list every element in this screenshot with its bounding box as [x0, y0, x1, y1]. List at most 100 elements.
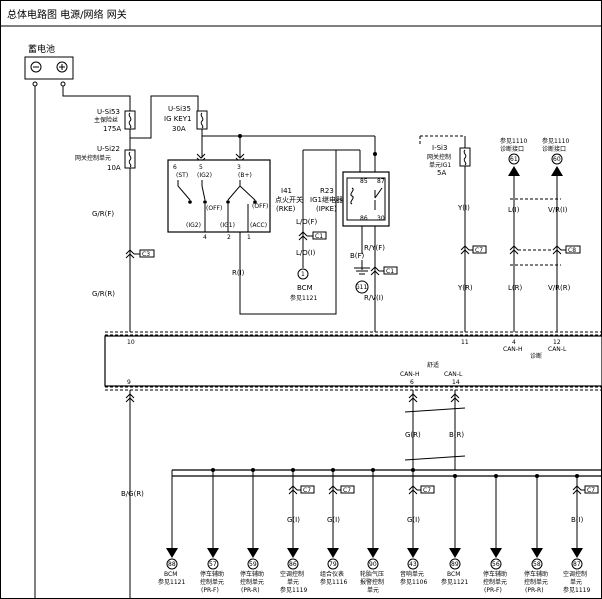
wire-g-i: G(I): [287, 516, 300, 524]
ign-pos-top: (B+): [238, 172, 252, 179]
fuse-desc: 单元IG1: [429, 161, 451, 169]
module-pin: 14: [452, 379, 460, 386]
module-num: 90: [369, 561, 377, 568]
ref-num: 60: [553, 156, 561, 163]
module-l2: 参见1121: [441, 578, 468, 586]
bcm-ref-top: 1 BCM 参见1121: [290, 268, 317, 302]
module-num: 88: [168, 561, 176, 568]
fuse-desc: IG KEY1: [164, 115, 191, 123]
wire-g-i: G(I): [327, 516, 340, 524]
module-l2: 报警控制: [360, 578, 384, 586]
wire-vr-r: V/R(R): [548, 284, 571, 292]
ref-num: 61: [510, 156, 518, 163]
wire-l-r: L(R): [508, 284, 522, 292]
fuse-rating: 30A: [172, 125, 186, 133]
module-pin: 9: [127, 379, 131, 386]
bottom-module: 43 音响单元 参见1106: [400, 548, 427, 586]
fuse-rating: 10A: [107, 164, 121, 172]
module-pin: 10: [127, 339, 135, 346]
connector-label: C3: [142, 251, 150, 258]
wire-b-f: B(F): [350, 252, 365, 260]
connector-c1-b: C1: [370, 266, 398, 276]
module-num: 58: [533, 561, 541, 568]
module-num: 79: [329, 561, 337, 568]
connector-label: C7: [587, 487, 595, 494]
connector-label: C7: [423, 487, 431, 494]
module-l1: 组合仪表: [320, 570, 344, 578]
fuse-id: U-Si35: [168, 105, 191, 113]
bottom-module: 86 空调控制 单元 参见1119: [280, 548, 307, 594]
module-diag: 诊断: [530, 352, 542, 360]
ref-label: 诊断接口: [500, 145, 524, 153]
module-l1: BCM: [447, 571, 460, 578]
ign-pin-top: 5: [199, 164, 203, 171]
module-l3: (PR-F): [201, 587, 219, 594]
ign-off: (OFF): [206, 205, 222, 212]
module-can: CAN-L: [548, 346, 567, 353]
ig1-relay: R23 IG1继电器 (IPKE) 85 87 86 30: [310, 171, 390, 227]
connector-label: C7: [343, 487, 351, 494]
fuse-desc: 主保险丝: [94, 116, 118, 124]
connector-label: C1: [386, 268, 394, 275]
module-l2: 参见1116: [320, 578, 347, 586]
ign-pos-top: (IG2): [197, 172, 212, 179]
ign-off: (OFF): [252, 203, 268, 210]
fuse-rating: 175A: [103, 125, 121, 133]
bottom-module: 56 停车辅助 控制单元 (PR-F): [483, 548, 507, 594]
module-l1: 空调控制: [563, 570, 587, 578]
ign-pin-bot: 4: [203, 234, 207, 241]
ign-pos-bot: (IG1): [220, 222, 235, 229]
wire-b-r: B(R): [449, 431, 464, 439]
connector-c8: C8: [509, 245, 581, 255]
ground-label: G11: [355, 284, 367, 291]
connector-label: C7: [303, 487, 311, 494]
module-pin: 6: [410, 379, 414, 386]
wire-lo-i: L/O(I): [296, 249, 316, 257]
connector-label: C8: [568, 247, 576, 254]
connector-c7-d: C7: [408, 485, 435, 495]
connector-c7-e: C7: [572, 485, 599, 495]
ref-num: 1: [301, 271, 305, 278]
module-l2: 单元: [287, 578, 299, 586]
ref-label: 参见1110: [500, 137, 527, 145]
ign-title: I41: [281, 187, 292, 195]
module-l2: 单元: [570, 578, 582, 586]
module-num: 87: [573, 561, 581, 568]
bottom-module: 88 BCM 参见1121: [158, 548, 185, 586]
battery: 蓄电池: [24, 43, 74, 87]
wire-lo-f: L/O(F): [296, 218, 318, 226]
fuse-id: U-Si22: [97, 145, 120, 153]
battery-label: 蓄电池: [28, 43, 55, 55]
wire-y-r: Y(R): [457, 284, 473, 292]
wire-bg-r: B/G(R): [121, 490, 144, 498]
bottom-module-list: 88 BCM 参见1121 57 停车辅助 控制单元 (PR-F) 59 停车辅…: [158, 548, 590, 594]
ign-pin-top: 6: [173, 164, 177, 171]
module-l2: 控制单元: [200, 578, 224, 586]
relay-pin: 87: [377, 178, 385, 185]
bottom-module: 89 BCM 参见1121: [441, 548, 468, 586]
relay-title: IG1继电器: [310, 195, 343, 204]
module-l1: 音响单元: [400, 570, 424, 578]
bottom-module: 58 停车辅助 控制单元 (PR-R): [524, 548, 548, 594]
module-l2: 参见1106: [400, 578, 427, 586]
ignition-switch: 6 5 3 (ST) (IG2) (B+) (OFF) (OFF) (IG2) …: [167, 153, 271, 241]
relay-title: R23: [320, 187, 334, 195]
bottom-module: 57 停车辅助 控制单元 (PR-F): [200, 548, 224, 594]
wire-r-i: R(I): [232, 269, 245, 277]
ref-label: 参见1110: [542, 137, 569, 145]
wire-g-r: G(R): [405, 431, 421, 439]
wire-b-i: B(I): [571, 516, 584, 524]
wire-ry-f: R/Y(F): [364, 244, 385, 252]
module-num: 59: [249, 561, 257, 568]
wire-g-i: G(I): [407, 516, 420, 524]
ign-title: 点火开关: [275, 195, 303, 204]
wire-gr-f: G/R(F): [92, 210, 114, 218]
wire-rv-i: R/V(I): [364, 294, 384, 302]
connector-label: C1: [315, 233, 323, 240]
wire-y-i: Y(I): [457, 204, 470, 212]
module-can: CAN-H: [503, 346, 522, 353]
module-l1: 轮胎气压: [360, 570, 384, 578]
ref-label: BCM: [297, 284, 313, 292]
ign-pin-top: 3: [237, 164, 241, 171]
